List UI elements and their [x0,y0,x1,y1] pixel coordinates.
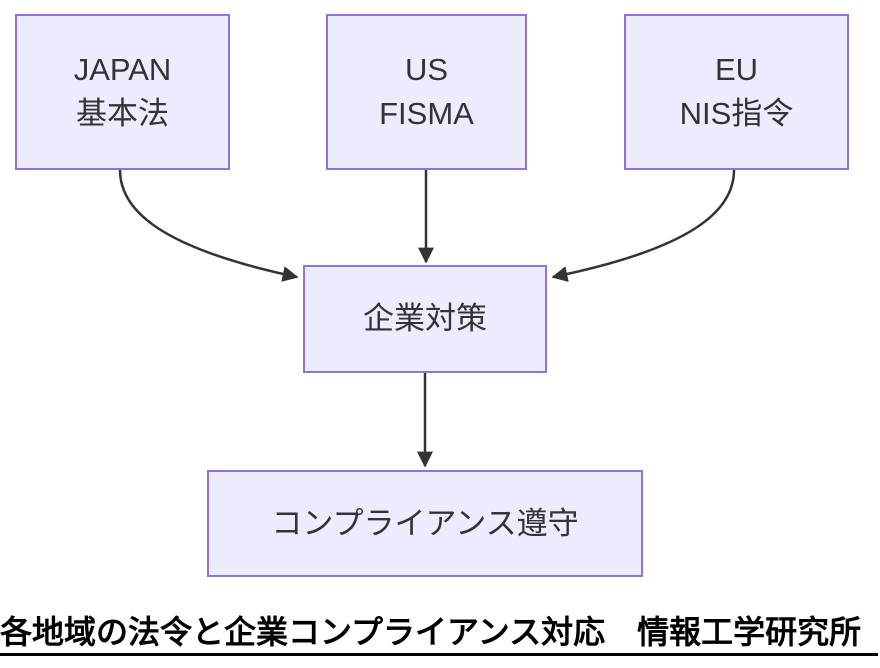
node-japan-basic-law: JAPAN 基本法 [15,14,230,170]
caption-text: 各地域の法令と企業コンプライアンス対応 情報工学研究所 [0,614,862,650]
node-label-line: US [404,52,449,87]
node-eu-nis-directive: EU NIS指令 [624,14,849,170]
node-label-line: 企業対策 [363,301,487,336]
node-compliance: コンプライアンス遵守 [207,470,643,577]
diagram-caption: 各地域の法令と企業コンプライアンス対応 情報工学研究所 [0,612,878,656]
node-us-fisma: US FISMA [326,14,527,170]
node-label-line: FISMA [379,96,474,131]
node-corporate-countermeasures: 企業対策 [303,265,547,373]
edge-japan-to-corporate [118,169,299,282]
node-label-line: 基本法 [76,96,169,131]
node-label-line: コンプライアンス遵守 [271,505,579,541]
node-label-line: JAPAN [73,52,172,87]
node-label-line: EU [714,52,759,87]
node-label-line: NIS指令 [679,96,794,131]
edge-eu-to-corporate [551,169,736,282]
